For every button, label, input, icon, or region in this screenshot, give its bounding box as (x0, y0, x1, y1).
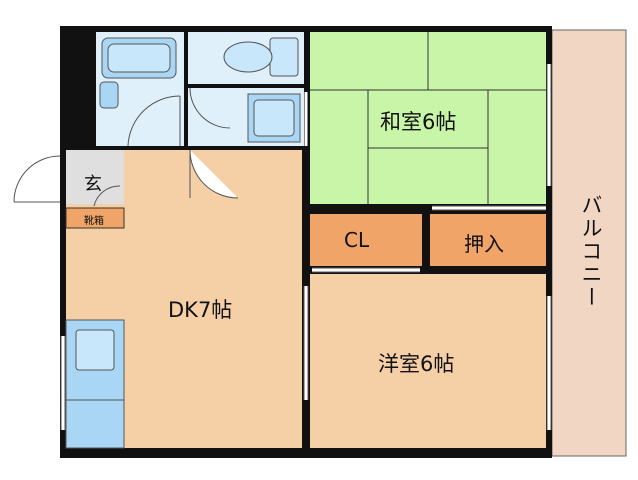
cl-floor (310, 214, 422, 266)
label-washitsu: 和室6帖 (380, 110, 457, 134)
genkan-door-swing (93, 185, 121, 207)
bathtub-inner-icon (107, 43, 171, 73)
label-oshiire: 押入 (464, 232, 504, 256)
label-balcony: バルコニー (579, 194, 603, 309)
tatami-lines (310, 32, 546, 204)
label-cl: CL (344, 228, 370, 252)
toilet-tank-icon (269, 37, 299, 77)
toilet-door-swing (189, 87, 231, 129)
balcony-area (551, 29, 627, 457)
oshiire-floor (430, 214, 546, 266)
faucet-icon (99, 81, 119, 109)
entrance-door-swing (13, 155, 61, 203)
window-marks (61, 64, 551, 430)
label-yoshitsu: 洋室6帖 (378, 352, 455, 376)
label-genkan: 玄 (84, 174, 102, 195)
label-dk: DK7帖 (168, 298, 233, 322)
bath-door-swing (127, 95, 181, 147)
getabako-shelf (65, 207, 125, 229)
toilet-bowl-icon (223, 41, 273, 73)
genkan-floor (66, 150, 124, 204)
kitchen-sink-icon (75, 329, 115, 371)
washroom-door-swing (189, 149, 239, 199)
label-getabako: 靴箱 (84, 216, 104, 227)
vanity-basin-icon (253, 99, 295, 137)
yoshitsu-floor (310, 274, 546, 448)
